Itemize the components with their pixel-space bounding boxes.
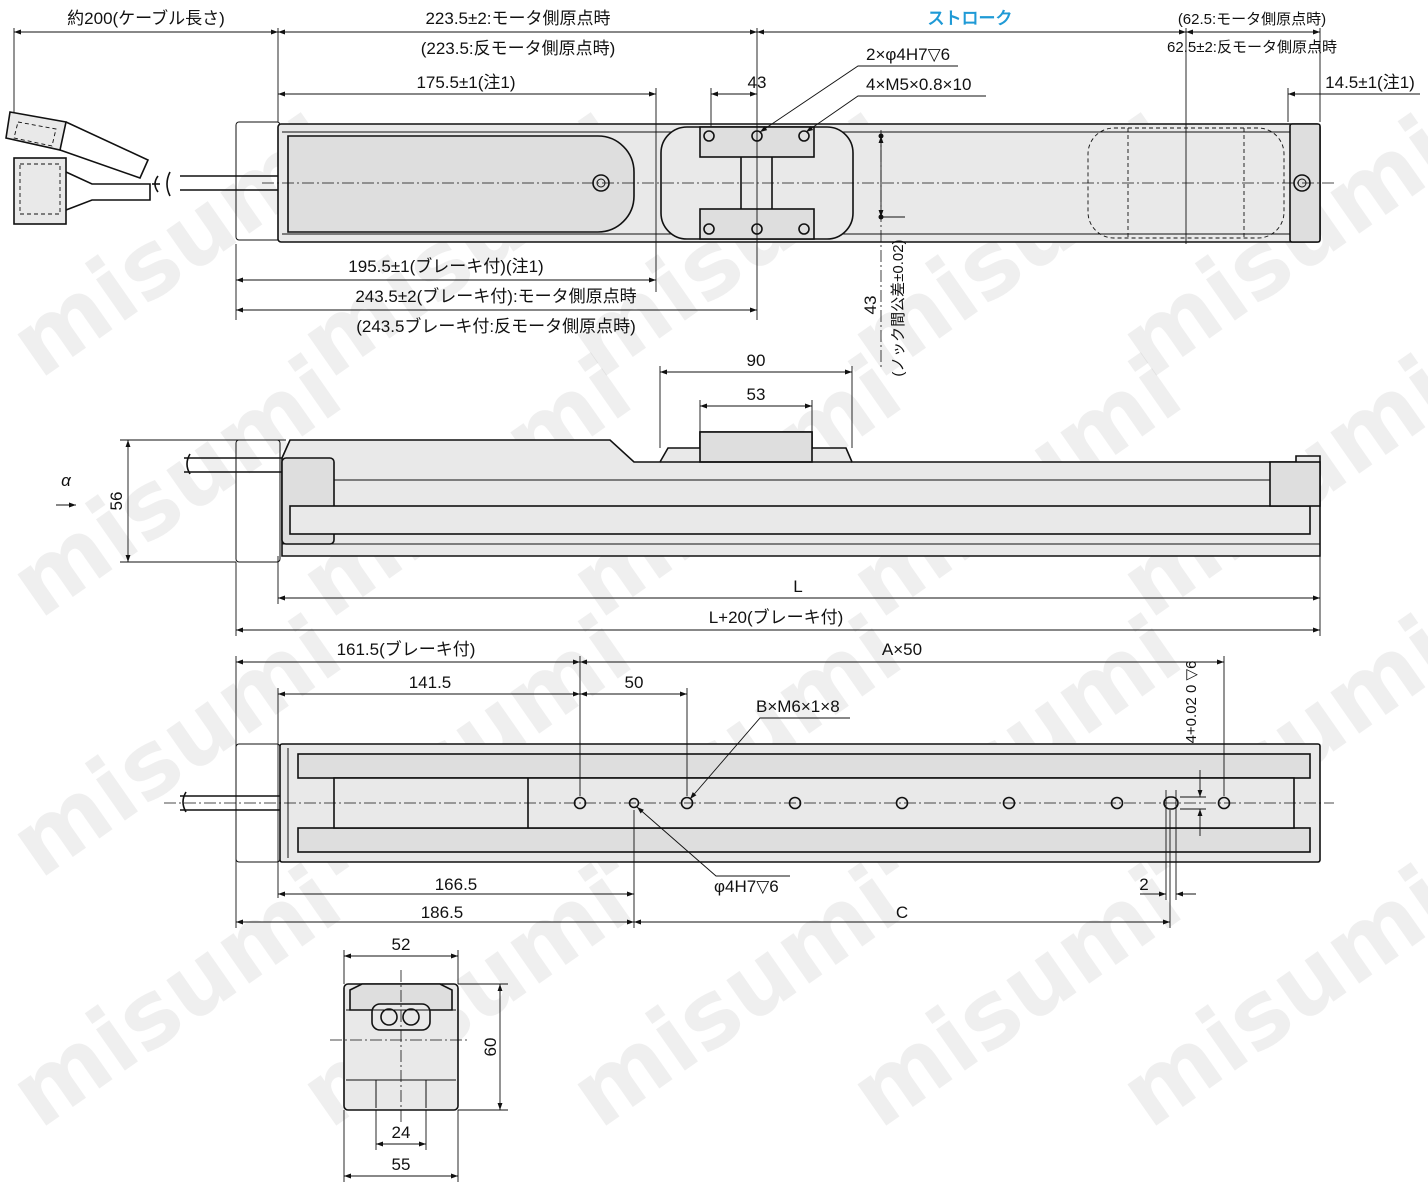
dim-166-label: 166.5 — [435, 875, 478, 894]
dim-53-label: 53 — [747, 385, 766, 404]
height-60-label: 60 — [481, 1038, 500, 1057]
top-view: 約200(ケーブル長さ) 223.5±2:モータ側原点時 (223.5:反モータ… — [5, 8, 1420, 377]
tapped-hole — [680, 796, 694, 810]
cable-break — [186, 453, 191, 475]
dim-43-label: 43 — [748, 73, 767, 92]
tapped-hole — [895, 796, 909, 810]
cable-length-label: 約200(ケーブル長さ) — [67, 8, 225, 28]
length-L-label: L — [793, 577, 802, 596]
knock-tolerance-label: (ノック間公差±0.02) — [890, 239, 907, 376]
origin-motor-label: 223.5±2:モータ側原点時 — [425, 9, 610, 28]
leader-b-tapped — [689, 717, 850, 800]
pin-holes-label: 2×φ4H7▽6 — [866, 45, 950, 64]
knock-43-label: 43 — [861, 296, 880, 315]
width-52-label: 52 — [392, 935, 411, 954]
cable-break — [182, 791, 187, 813]
rail-side — [289, 505, 1311, 535]
leader-pin-hole — [636, 806, 790, 877]
cable-break — [154, 175, 159, 193]
a-pitch-label: A×50 — [882, 640, 922, 659]
tapped-hole-row — [573, 796, 1231, 810]
pin-hole — [628, 797, 640, 809]
oblong-slot — [1163, 796, 1179, 810]
dim-50-label: 50 — [625, 673, 644, 692]
length-L-brake-label: L+20(ブレーキ付) — [709, 607, 844, 627]
tapped-hole — [1002, 796, 1016, 810]
slot-depth-label: 4+0.02 0 ▽6 — [1183, 661, 1200, 744]
tapped-hole — [788, 796, 802, 810]
tapped-hole — [703, 223, 715, 235]
cable-break — [166, 171, 171, 197]
bottom-view: 161.5(ブレーキ付) A×50 141.5 50 B×M6×1×8 4+0.… — [164, 639, 1334, 928]
alpha-label: α — [61, 471, 72, 490]
dim-141-label: 141.5 — [409, 673, 452, 692]
origin-anti-motor-label: (223.5:反モータ側原点時) — [421, 39, 616, 58]
brake-161-label: 161.5(ブレーキ付) — [337, 639, 476, 659]
side-view: α 56 90 53 L L+20(ブレーキ付) — [56, 351, 1321, 636]
width-24-label: 24 — [392, 1123, 411, 1142]
stroke-label: ストローク — [928, 9, 1013, 29]
bottom-rail-upper — [297, 753, 1311, 779]
tapped-hole — [798, 223, 810, 235]
leader-tapped — [805, 95, 986, 133]
dim-2-label: 2 — [1139, 875, 1148, 894]
b-tapped-label: B×M6×1×8 — [756, 697, 840, 716]
width-55-label: 55 — [392, 1155, 411, 1174]
end-cap-side — [1269, 461, 1321, 507]
tapped-holes-label: 4×M5×0.8×10 — [866, 75, 971, 94]
tapped-hole — [573, 796, 587, 810]
right-anti-motor-label: (62.5:モータ側原点時) — [1178, 11, 1326, 28]
dim-C-label: C — [896, 903, 908, 922]
port-hole — [380, 1008, 398, 1026]
right-end-label: 14.5±1(注1) — [1325, 73, 1415, 92]
dim-175-label: 175.5±1(注1) — [416, 73, 515, 92]
tapped-hole — [703, 130, 715, 142]
end-view: 52 60 24 55 — [330, 935, 508, 1182]
brake-243-anti-label: (243.5ブレーキ付:反モータ側原点時) — [356, 316, 636, 336]
brake-195-label: 195.5±1(ブレーキ付)(注1) — [348, 256, 543, 276]
bottom-rail-lower — [297, 827, 1311, 853]
dim-186-label: 186.5 — [421, 903, 464, 922]
tapped-hole — [1110, 796, 1124, 810]
carriage-side — [699, 431, 813, 463]
pin-hole-label: φ4H7▽6 — [714, 877, 779, 896]
brake-243-motor-label: 243.5±2(ブレーキ付):モータ側原点時 — [355, 286, 636, 306]
connector — [5, 111, 151, 225]
motor-cover — [287, 135, 635, 233]
right-motor-label: 62.5±2:反モータ側原点時 — [1167, 39, 1337, 56]
tapped-hole — [1217, 796, 1231, 810]
port-hole — [402, 1008, 420, 1026]
tapped-hole — [798, 130, 810, 142]
height-56-label: 56 — [107, 492, 126, 511]
dim-90-label: 90 — [747, 351, 766, 370]
leader-pin — [759, 65, 958, 133]
